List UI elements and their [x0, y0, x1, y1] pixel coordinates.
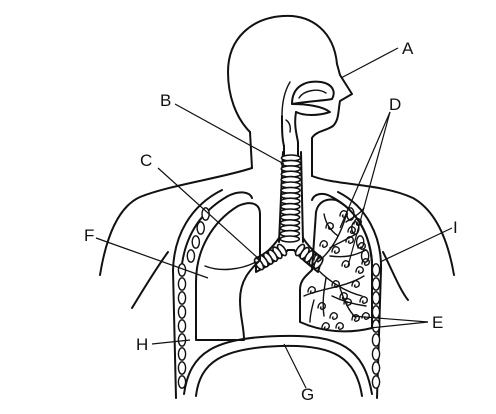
alveolus: [331, 246, 340, 254]
label-i: I: [453, 218, 458, 237]
label-c: C: [140, 151, 152, 170]
alveolus: [317, 302, 326, 310]
labels: A B C D E F G H I: [84, 39, 458, 404]
leader-e2: [369, 321, 429, 329]
tracheal-ring: [279, 235, 301, 243]
bronchus-ring: [253, 257, 265, 271]
rib: [177, 291, 187, 305]
diaphragm: [183, 334, 373, 397]
alveolus: [353, 218, 362, 226]
right-lung: [299, 198, 373, 333]
pharynx: [281, 111, 299, 161]
ribs-left: [177, 207, 210, 389]
alveolus: [307, 286, 316, 294]
leader-lines: [95, 47, 453, 389]
alveolus: [329, 312, 338, 320]
rib: [371, 319, 381, 333]
label-h: H: [136, 335, 148, 354]
rib: [371, 375, 381, 389]
leader-g: [283, 343, 307, 389]
rib: [371, 291, 381, 305]
rib: [177, 347, 187, 361]
label-f: F: [84, 226, 94, 245]
label-b: B: [160, 91, 171, 110]
label-e: E: [432, 313, 443, 332]
rib: [371, 277, 381, 291]
rib: [177, 277, 187, 291]
rib: [186, 249, 196, 263]
leader-d1: [339, 111, 391, 229]
alveolus: [357, 242, 366, 250]
alveolus: [355, 266, 364, 274]
left-bronchus-rings: [253, 243, 288, 271]
rib: [371, 361, 381, 375]
rib: [371, 347, 381, 361]
rib: [177, 361, 187, 375]
alveolus: [345, 236, 354, 244]
alveolus: [341, 260, 350, 268]
alveolus: [313, 254, 322, 262]
label-a: A: [402, 39, 414, 58]
left-lung: [195, 202, 261, 341]
rib: [371, 333, 381, 347]
alveolus: [319, 240, 328, 248]
alveolus: [339, 292, 348, 300]
alveolus: [335, 322, 344, 330]
alveolus: [359, 296, 368, 304]
rib: [201, 207, 210, 221]
trachea: [278, 151, 304, 243]
label-g: G: [301, 385, 314, 404]
nasal-cavity: [281, 80, 335, 117]
rib: [371, 263, 381, 277]
rib: [371, 305, 381, 319]
leader-c: [157, 167, 260, 260]
alveolus: [351, 280, 360, 288]
leader-e1: [351, 315, 429, 323]
rib: [196, 221, 205, 235]
alveolus: [361, 312, 370, 320]
alveolus: [321, 322, 330, 330]
alveolus: [325, 222, 334, 230]
alveolus: [339, 210, 348, 218]
rib: [177, 305, 187, 319]
alveolus: [331, 280, 340, 288]
alveolus: [347, 226, 356, 234]
rib: [177, 319, 187, 333]
leader-d2: [347, 111, 391, 267]
label-d: D: [389, 95, 401, 114]
leader-a: [340, 47, 399, 79]
bronchi: [253, 237, 324, 273]
leader-i: [379, 227, 453, 263]
leader-h: [151, 339, 191, 345]
alveolus: [361, 258, 370, 266]
alveolus: [343, 298, 352, 306]
rib: [191, 235, 201, 249]
leader-b: [174, 103, 285, 165]
alveoli: [307, 210, 370, 330]
body-outline: [99, 14, 455, 309]
leader-f: [95, 237, 209, 279]
